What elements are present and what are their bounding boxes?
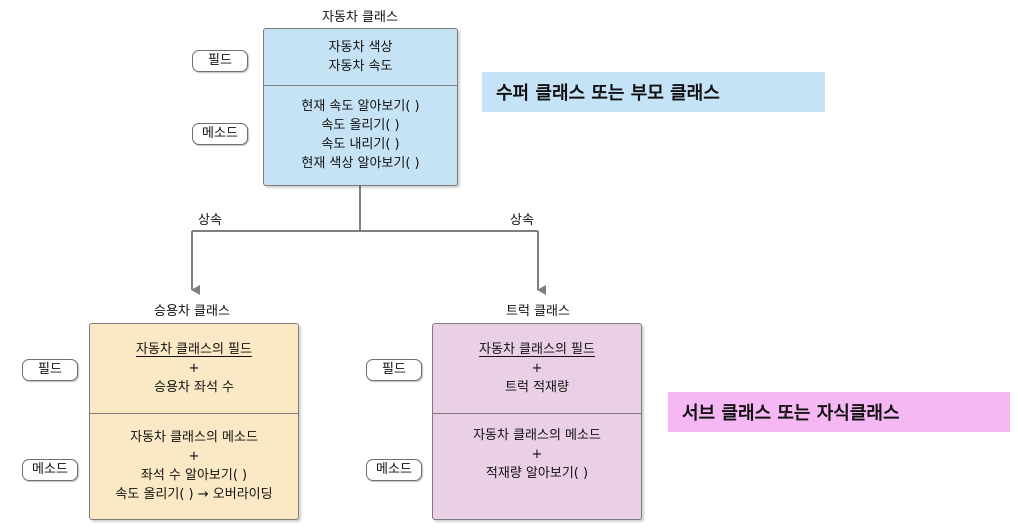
right-class-fields: 자동차 클래스의 필드 + 트럭 적재량 <box>433 324 641 414</box>
sub-class-banner: 서브 클래스 또는 자식클래스 <box>668 392 1010 432</box>
super-class-methods: 현재 속도 알아보기( ) 속도 올리기( ) 속도 내리기( ) 현재 색상 … <box>264 85 457 185</box>
method-item: 현재 색상 알아보기( ) <box>301 156 420 171</box>
method-item: 속도 올리기( ) <box>321 118 400 133</box>
method-item: 좌석 수 알아보기( ) <box>140 468 248 483</box>
method-tag: 메소드 <box>366 459 422 481</box>
super-class-banner: 수퍼 클래스 또는 부모 클래스 <box>482 72 825 112</box>
inherit-label-left: 상속 <box>198 213 222 228</box>
right-class-title: 트럭 클래스 <box>506 304 570 319</box>
right-class-box: 자동차 클래스의 필드 + 트럭 적재량 자동차 클래스의 메소드 + 적재량 … <box>432 323 642 520</box>
field-item: 승용차 좌석 수 <box>153 380 235 395</box>
method-item: 속도 올리기( ) → 오버라이딩 <box>115 487 273 502</box>
super-class-fields: 자동차 색상 자동차 속도 <box>264 29 457 86</box>
field-item: + <box>531 361 543 376</box>
field-item: 자동차 클래스의 필드 <box>136 342 252 357</box>
field-item: 자동차 색상 <box>328 40 393 55</box>
method-tag: 메소드 <box>192 123 248 145</box>
method-tag: 메소드 <box>22 459 78 481</box>
super-class-box: 자동차 색상 자동차 속도 현재 속도 알아보기( ) 속도 올리기( ) 속도… <box>263 28 458 186</box>
method-item: + <box>188 449 200 464</box>
right-class-methods: 자동차 클래스의 메소드 + 적재량 알아보기( ) <box>433 413 641 519</box>
method-item: 적재량 알아보기( ) <box>485 466 589 481</box>
left-class-methods: 자동차 클래스의 메소드 + 좌석 수 알아보기( ) 속도 올리기( ) → … <box>90 413 298 519</box>
field-tag: 필드 <box>22 359 78 381</box>
inherit-label-right: 상속 <box>510 213 534 228</box>
super-class-title: 자동차 클래스 <box>322 10 398 25</box>
field-item: 자동차 속도 <box>328 59 393 74</box>
field-item: + <box>188 361 200 376</box>
method-item: 자동차 클래스의 메소드 <box>130 430 258 445</box>
field-tag: 필드 <box>192 50 248 72</box>
method-item: + <box>531 447 543 462</box>
method-item: 속도 내리기( ) <box>321 137 400 152</box>
method-item: 현재 속도 알아보기( ) <box>301 99 420 114</box>
left-class-title: 승용차 클래스 <box>154 304 230 319</box>
field-item: 자동차 클래스의 필드 <box>479 342 595 357</box>
left-class-box: 자동차 클래스의 필드 + 승용차 좌석 수 자동차 클래스의 메소드 + 좌석… <box>89 323 299 520</box>
left-class-fields: 자동차 클래스의 필드 + 승용차 좌석 수 <box>90 324 298 414</box>
field-item: 트럭 적재량 <box>505 380 569 395</box>
field-tag: 필드 <box>366 359 422 381</box>
method-item: 자동차 클래스의 메소드 <box>473 428 601 443</box>
